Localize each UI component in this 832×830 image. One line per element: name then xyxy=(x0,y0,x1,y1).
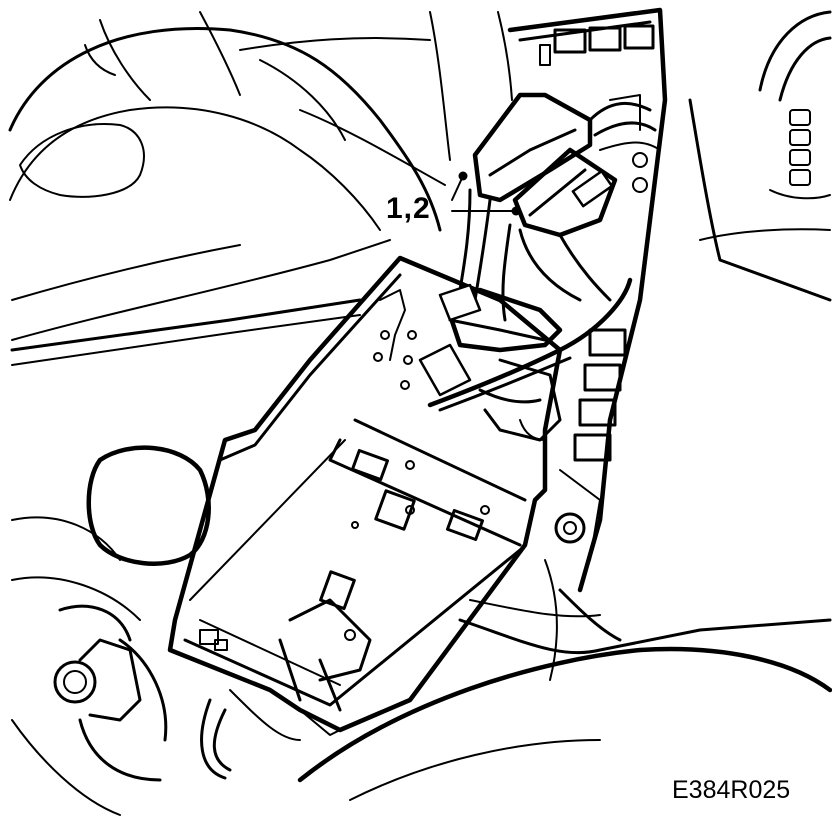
air-vent xyxy=(758,10,832,200)
radio-cage xyxy=(167,255,563,780)
gear-knob xyxy=(11,445,211,621)
radio-connectors xyxy=(418,92,661,442)
figure-id: E384R025 xyxy=(672,776,791,804)
dashboard xyxy=(10,11,832,366)
callout-label: 1,2 xyxy=(386,192,431,225)
callout-leaders xyxy=(451,171,521,216)
center-console xyxy=(458,7,832,681)
steering-wheel xyxy=(8,11,442,232)
ignition-key xyxy=(11,604,168,816)
seat xyxy=(297,588,832,801)
